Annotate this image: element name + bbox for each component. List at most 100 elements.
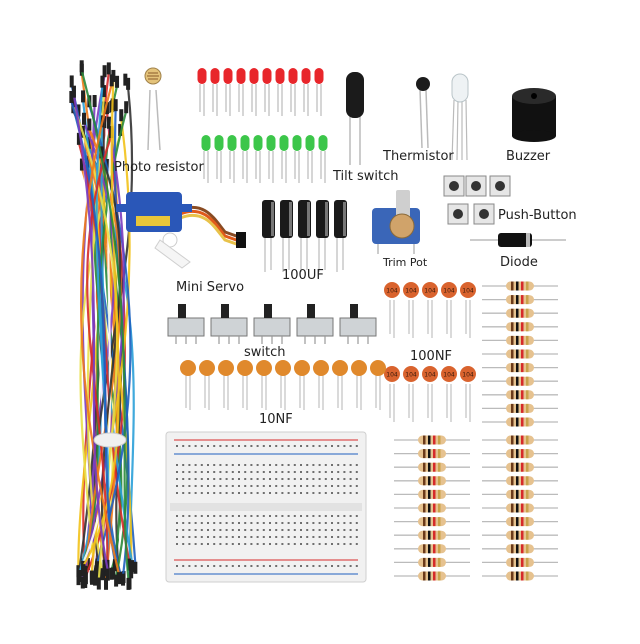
hole [287,536,290,538]
color-band [516,417,519,427]
slide-knob [221,304,229,318]
hole [287,471,290,473]
hole [194,445,197,447]
color-band [511,295,514,305]
cap-marking: 104 [443,288,455,295]
hole [219,522,222,524]
hole [188,471,191,473]
resistor [418,489,446,499]
hole [269,485,271,487]
resistor [506,322,534,332]
color-band [511,462,514,472]
hole [331,522,333,524]
hole [337,536,340,538]
red-led [197,68,207,84]
color-band [428,530,431,540]
hole [244,536,247,538]
hole [225,565,228,567]
resistor [418,530,446,540]
hole [337,522,340,524]
wire-pin-bottom [116,572,121,585]
thermistor-label: Thermistor [383,149,454,164]
color-band [521,571,524,581]
hole [331,536,333,538]
color-band [423,449,426,459]
servo-wire [179,213,243,248]
hole [287,478,290,480]
color-band [511,557,514,567]
resistor [418,449,446,459]
ceramic-cap [180,360,196,376]
color-band [516,462,519,472]
buzzer-hole [531,93,537,99]
color-band [423,571,426,581]
jumper-wire [79,84,120,575]
hole [306,485,309,487]
thermistor-head [416,77,430,91]
hole [343,529,346,531]
hole [262,522,265,524]
wire-pin-bottom [80,576,85,589]
color-band [526,449,529,459]
polarity-stripe [289,202,292,236]
hole [200,464,203,466]
ceramic-capacitors-10nf [180,360,386,410]
hole [312,485,315,487]
slide-knob [178,304,186,318]
hole [312,536,315,538]
hole [355,536,358,538]
hole [219,543,222,545]
polarity-stripe [325,202,328,236]
wire-pin-top [101,85,106,98]
color-band [511,489,514,499]
color-band [516,295,519,305]
hole [324,478,327,480]
hole [300,478,302,480]
hole [337,478,340,480]
color-band [428,489,431,499]
color-band [423,544,426,554]
lead [451,99,455,161]
hole [225,522,228,524]
hole [238,471,240,473]
hole [331,464,333,466]
hole [244,478,247,480]
color-band [438,449,441,459]
hole [293,445,296,447]
hole [250,492,253,494]
slide-knob [264,304,272,318]
color-band [433,557,436,567]
cap-marking: 104 [424,372,436,379]
hole [312,515,315,517]
polarity-stripe [307,202,310,236]
color-band [423,462,426,472]
trim-pot [372,190,420,254]
hole [200,565,203,567]
hole [176,471,178,473]
color-band [521,435,524,445]
wire-pin-bottom [121,573,126,586]
hole [194,565,197,567]
hole [343,522,346,524]
color-band [438,557,441,567]
hole [287,515,290,517]
red-led [223,68,233,84]
hole [331,471,333,473]
color-band [511,403,514,413]
color-band [521,335,524,345]
wire-pin-bottom [83,565,88,578]
hole [200,543,203,545]
color-band [433,435,436,445]
hole [287,522,290,524]
hole [355,485,358,487]
resistor [506,476,534,486]
hole [337,515,340,517]
wire-pin-bottom [111,567,116,580]
color-band [511,363,514,373]
color-band [521,544,524,554]
hole [188,478,191,480]
hole [256,478,259,480]
trim-pot-dial [389,213,415,239]
ceramic-cap [403,366,419,382]
color-band [511,544,514,554]
